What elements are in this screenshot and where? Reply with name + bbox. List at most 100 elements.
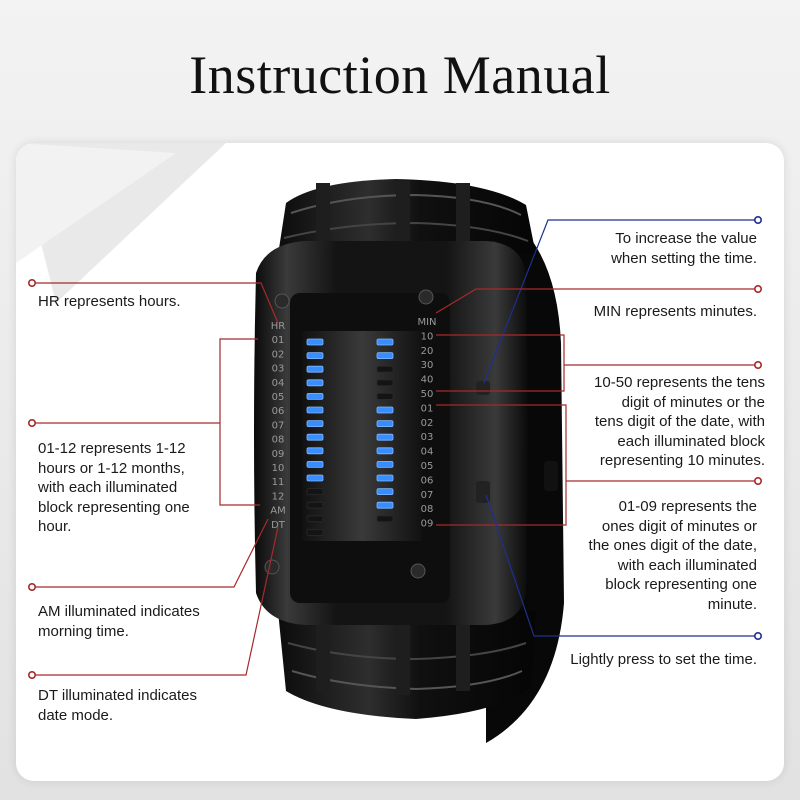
led-block bbox=[306, 501, 324, 509]
left-scale-label: 11 bbox=[272, 477, 285, 488]
right-scale-label: 50 bbox=[421, 389, 434, 400]
screw-icon bbox=[274, 293, 290, 309]
callout-leaders bbox=[28, 216, 762, 679]
left-scale-label: DT bbox=[271, 520, 286, 531]
led-block bbox=[306, 474, 324, 482]
left-scale-label: 04 bbox=[272, 378, 285, 389]
led-blocks bbox=[306, 338, 394, 536]
right-scale-label: 04 bbox=[421, 447, 434, 458]
right-scale-label: 30 bbox=[421, 360, 434, 371]
callout-endpoint-marker bbox=[753, 476, 762, 485]
left-scale-label: 06 bbox=[272, 406, 285, 417]
side-crown bbox=[544, 461, 558, 491]
led-block bbox=[306, 528, 324, 536]
led-block bbox=[376, 338, 394, 346]
right-scale-label: 01 bbox=[421, 403, 434, 414]
left-scale-label: 09 bbox=[272, 449, 285, 460]
leader-min bbox=[435, 288, 758, 314]
left-scale-label: 02 bbox=[272, 349, 285, 360]
right-scale: MIN 10 20 30 40 50 01 02 03 04 05 06 07 08 09 bbox=[417, 317, 436, 530]
led-block bbox=[376, 460, 394, 468]
leader-ones-bracket bbox=[436, 404, 567, 526]
strap-bottom bbox=[278, 611, 536, 719]
leader-am bbox=[32, 518, 269, 588]
leader-tens-bracket bbox=[436, 334, 565, 392]
left-scale-label: 10 bbox=[272, 463, 285, 474]
leader-increase-value bbox=[483, 219, 758, 384]
right-scale-label: 20 bbox=[421, 346, 434, 357]
led-block bbox=[376, 406, 394, 414]
leader-hours-bracket bbox=[219, 338, 260, 506]
callout-endpoint-marker bbox=[28, 582, 37, 591]
screw-icon bbox=[264, 559, 280, 575]
left-scale-label: 08 bbox=[272, 435, 285, 446]
led-block bbox=[376, 392, 394, 400]
page-title: Instruction Manual bbox=[189, 45, 611, 105]
right-scale-label: MIN bbox=[417, 317, 436, 328]
callout-min: MIN represents minutes. bbox=[593, 303, 757, 320]
right-scale-label: 10 bbox=[421, 331, 434, 342]
right-scale-label: 09 bbox=[421, 519, 434, 530]
left-scale-label: 03 bbox=[272, 364, 285, 375]
right-scale-label: 08 bbox=[421, 504, 434, 515]
right-scale-label: 07 bbox=[421, 490, 434, 501]
left-scale-label: HR bbox=[271, 321, 286, 332]
led-block bbox=[376, 501, 394, 509]
led-block bbox=[306, 447, 324, 455]
led-block bbox=[306, 406, 324, 414]
left-scale-label: 01 bbox=[272, 335, 285, 346]
leader-dt bbox=[32, 526, 279, 676]
led-block bbox=[376, 488, 394, 496]
set-value-button[interactable] bbox=[476, 381, 490, 395]
leader-set-time bbox=[485, 494, 758, 637]
led-block bbox=[376, 474, 394, 482]
callout-endpoint-marker bbox=[753, 285, 762, 294]
left-scale-label: AM bbox=[270, 506, 285, 517]
leader-hr bbox=[32, 282, 279, 324]
left-scale-label: 07 bbox=[272, 420, 285, 431]
led-block bbox=[376, 365, 394, 373]
callout-set-time: Lightly press to set the time. bbox=[570, 651, 757, 668]
callout-hr: HR represents hours. bbox=[38, 293, 181, 310]
callout-endpoint-marker bbox=[753, 216, 762, 225]
right-scale-label: 40 bbox=[421, 375, 434, 386]
led-block bbox=[376, 352, 394, 360]
strap-top bbox=[278, 179, 536, 255]
led-block bbox=[306, 392, 324, 400]
right-scale-label: 05 bbox=[421, 461, 434, 472]
left-scale-label: 05 bbox=[272, 392, 285, 403]
background-shard-decoration bbox=[16, 143, 226, 303]
callout-endpoint-marker bbox=[753, 361, 762, 370]
led-block bbox=[376, 447, 394, 455]
led-block bbox=[306, 352, 324, 360]
led-block bbox=[376, 515, 394, 523]
led-block bbox=[306, 460, 324, 468]
led-block bbox=[306, 488, 324, 496]
callout-endpoint-marker bbox=[28, 279, 37, 288]
led-block bbox=[306, 379, 324, 387]
right-scale-label: 02 bbox=[421, 418, 434, 429]
led-block bbox=[376, 433, 394, 441]
callout-endpoint-marker bbox=[28, 670, 37, 679]
right-scale-label: 03 bbox=[421, 432, 434, 443]
led-block bbox=[306, 420, 324, 428]
led-block bbox=[376, 379, 394, 387]
callout-endpoint-marker bbox=[28, 418, 37, 427]
led-block bbox=[306, 433, 324, 441]
right-scale-label: 06 bbox=[421, 475, 434, 486]
left-scale-label: 12 bbox=[272, 491, 285, 502]
led-block bbox=[376, 420, 394, 428]
led-block bbox=[306, 338, 324, 346]
led-block bbox=[306, 365, 324, 373]
screw-icon bbox=[418, 289, 434, 305]
led-block bbox=[306, 515, 324, 523]
